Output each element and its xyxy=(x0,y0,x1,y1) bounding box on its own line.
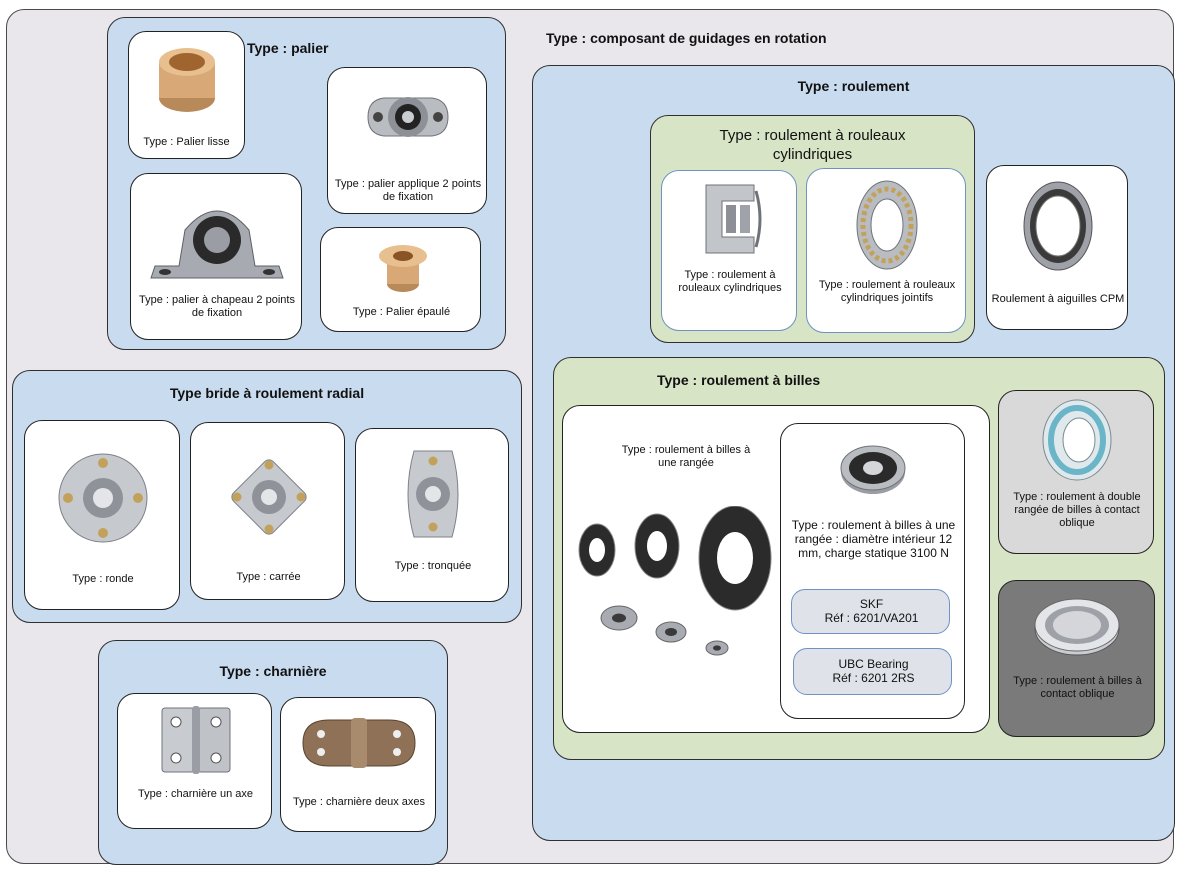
palier-epaule-card: Type : Palier épaulé xyxy=(320,227,481,332)
roulement-title: Type : roulement xyxy=(797,78,910,94)
plain-bushing-icon xyxy=(159,48,215,112)
palier-lisse-label: Type : Palier lisse xyxy=(143,136,230,148)
palier-epaule-label: Type : Palier épaulé xyxy=(352,306,451,318)
rouleaux-title: Type : roulement à rouleaux cylindriques xyxy=(719,127,906,163)
palier-applique-card: Type : palier applique 2 points de fixat… xyxy=(327,67,487,214)
billes-une-rangee-label: Type : roulement à billes à une rangée xyxy=(621,444,751,469)
square-flange-icon xyxy=(231,459,307,535)
rouleaux-jointifs-card: Type : roulement à rouleaux cylindriques… xyxy=(806,168,966,333)
roller-bearing-icon xyxy=(705,184,762,254)
ubc-brand: UBC Bearing xyxy=(838,657,909,671)
bride-tronquee-label: Type : tronquée xyxy=(394,560,472,572)
bride-carree-card: Type : carrée xyxy=(190,422,345,600)
billes-detail-label: Type : roulement à billes à une rangée :… xyxy=(791,518,956,560)
rouleaux-jointifs-label: Type : roulement à rouleaux cylindriques… xyxy=(818,279,956,304)
flanged-bushing-icon xyxy=(379,245,427,292)
bride-ronde-card: Type : ronde xyxy=(24,420,180,610)
ubc-ref-badge: UBC Bearing Réf : 6201 2RS xyxy=(793,648,952,695)
angular-contact-bearing-icon xyxy=(1034,598,1120,656)
charniere-deux-axes-card: Type : charnière deux axes xyxy=(280,697,436,832)
ball-bearings-set-icon xyxy=(578,506,772,656)
flange-bearing-icon xyxy=(367,97,449,137)
charniere-un-axe-label: Type : charnière un axe xyxy=(138,788,253,800)
billes-title: Type : roulement à billes xyxy=(657,372,821,388)
bride-title: Type bride à roulement radial xyxy=(169,385,365,401)
double-hinge-icon xyxy=(302,718,416,768)
bride-ronde-label: Type : ronde xyxy=(72,573,134,585)
charniere-deux-axes-label: Type : charnière deux axes xyxy=(292,796,426,808)
ubc-ref: Réf : 6201 2RS xyxy=(832,671,915,685)
sealed-ball-bearing-icon xyxy=(840,445,906,494)
charniere-title: Type : charnière xyxy=(219,663,327,679)
palier-applique-label: Type : palier applique 2 points de fixat… xyxy=(334,178,482,203)
charniere-un-axe-card: Type : charnière un axe xyxy=(117,693,272,829)
contact-oblique-card: Type : roulement à billes à contact obli… xyxy=(998,580,1155,737)
palier-chapeau-label: Type : palier à chapeau 2 points de fixa… xyxy=(139,294,295,319)
palier-title: Type : palier xyxy=(247,40,329,56)
skf-ref-badge: SKF Réf : 6201/VA201 xyxy=(791,589,950,634)
truncated-flange-icon xyxy=(407,450,459,538)
skf-ref: Réf : 6201/VA201 xyxy=(824,611,919,625)
round-flange-icon xyxy=(58,453,148,543)
rouleaux-cyl-label: Type : roulement à rouleaux cylindriques xyxy=(678,269,782,294)
main-title: Type : composant de guidages en rotation xyxy=(546,30,827,46)
palier-chapeau-card: Type : palier à chapeau 2 points de fixa… xyxy=(130,173,302,340)
pillow-block-icon xyxy=(150,210,284,279)
palier-lisse-card: Type : Palier lisse xyxy=(128,31,245,159)
skf-brand: SKF xyxy=(859,597,884,611)
aiguilles-label: Roulement à aiguilles CPM xyxy=(991,293,1125,305)
double-rangee-label: Type : roulement à double rangée de bill… xyxy=(1013,491,1141,529)
hinge-icon xyxy=(161,706,231,774)
rouleaux-cyl-card: Type : roulement à rouleaux cylindriques xyxy=(661,170,797,331)
contact-oblique-label: Type : roulement à billes à contact obli… xyxy=(1013,675,1142,700)
full-roller-bearing-icon xyxy=(856,180,918,270)
billes-detail-card: Type : roulement à billes à une rangée :… xyxy=(780,423,965,719)
double-row-bearing-icon xyxy=(1042,399,1112,481)
double-rangee-card: Type : roulement à double rangée de bill… xyxy=(998,390,1154,554)
aiguilles-card: Roulement à aiguilles CPM xyxy=(986,165,1128,330)
bride-carree-label: Type : carrée xyxy=(236,571,301,583)
bride-tronquee-card: Type : tronquée xyxy=(355,428,509,602)
needle-bearing-icon xyxy=(1023,181,1093,271)
